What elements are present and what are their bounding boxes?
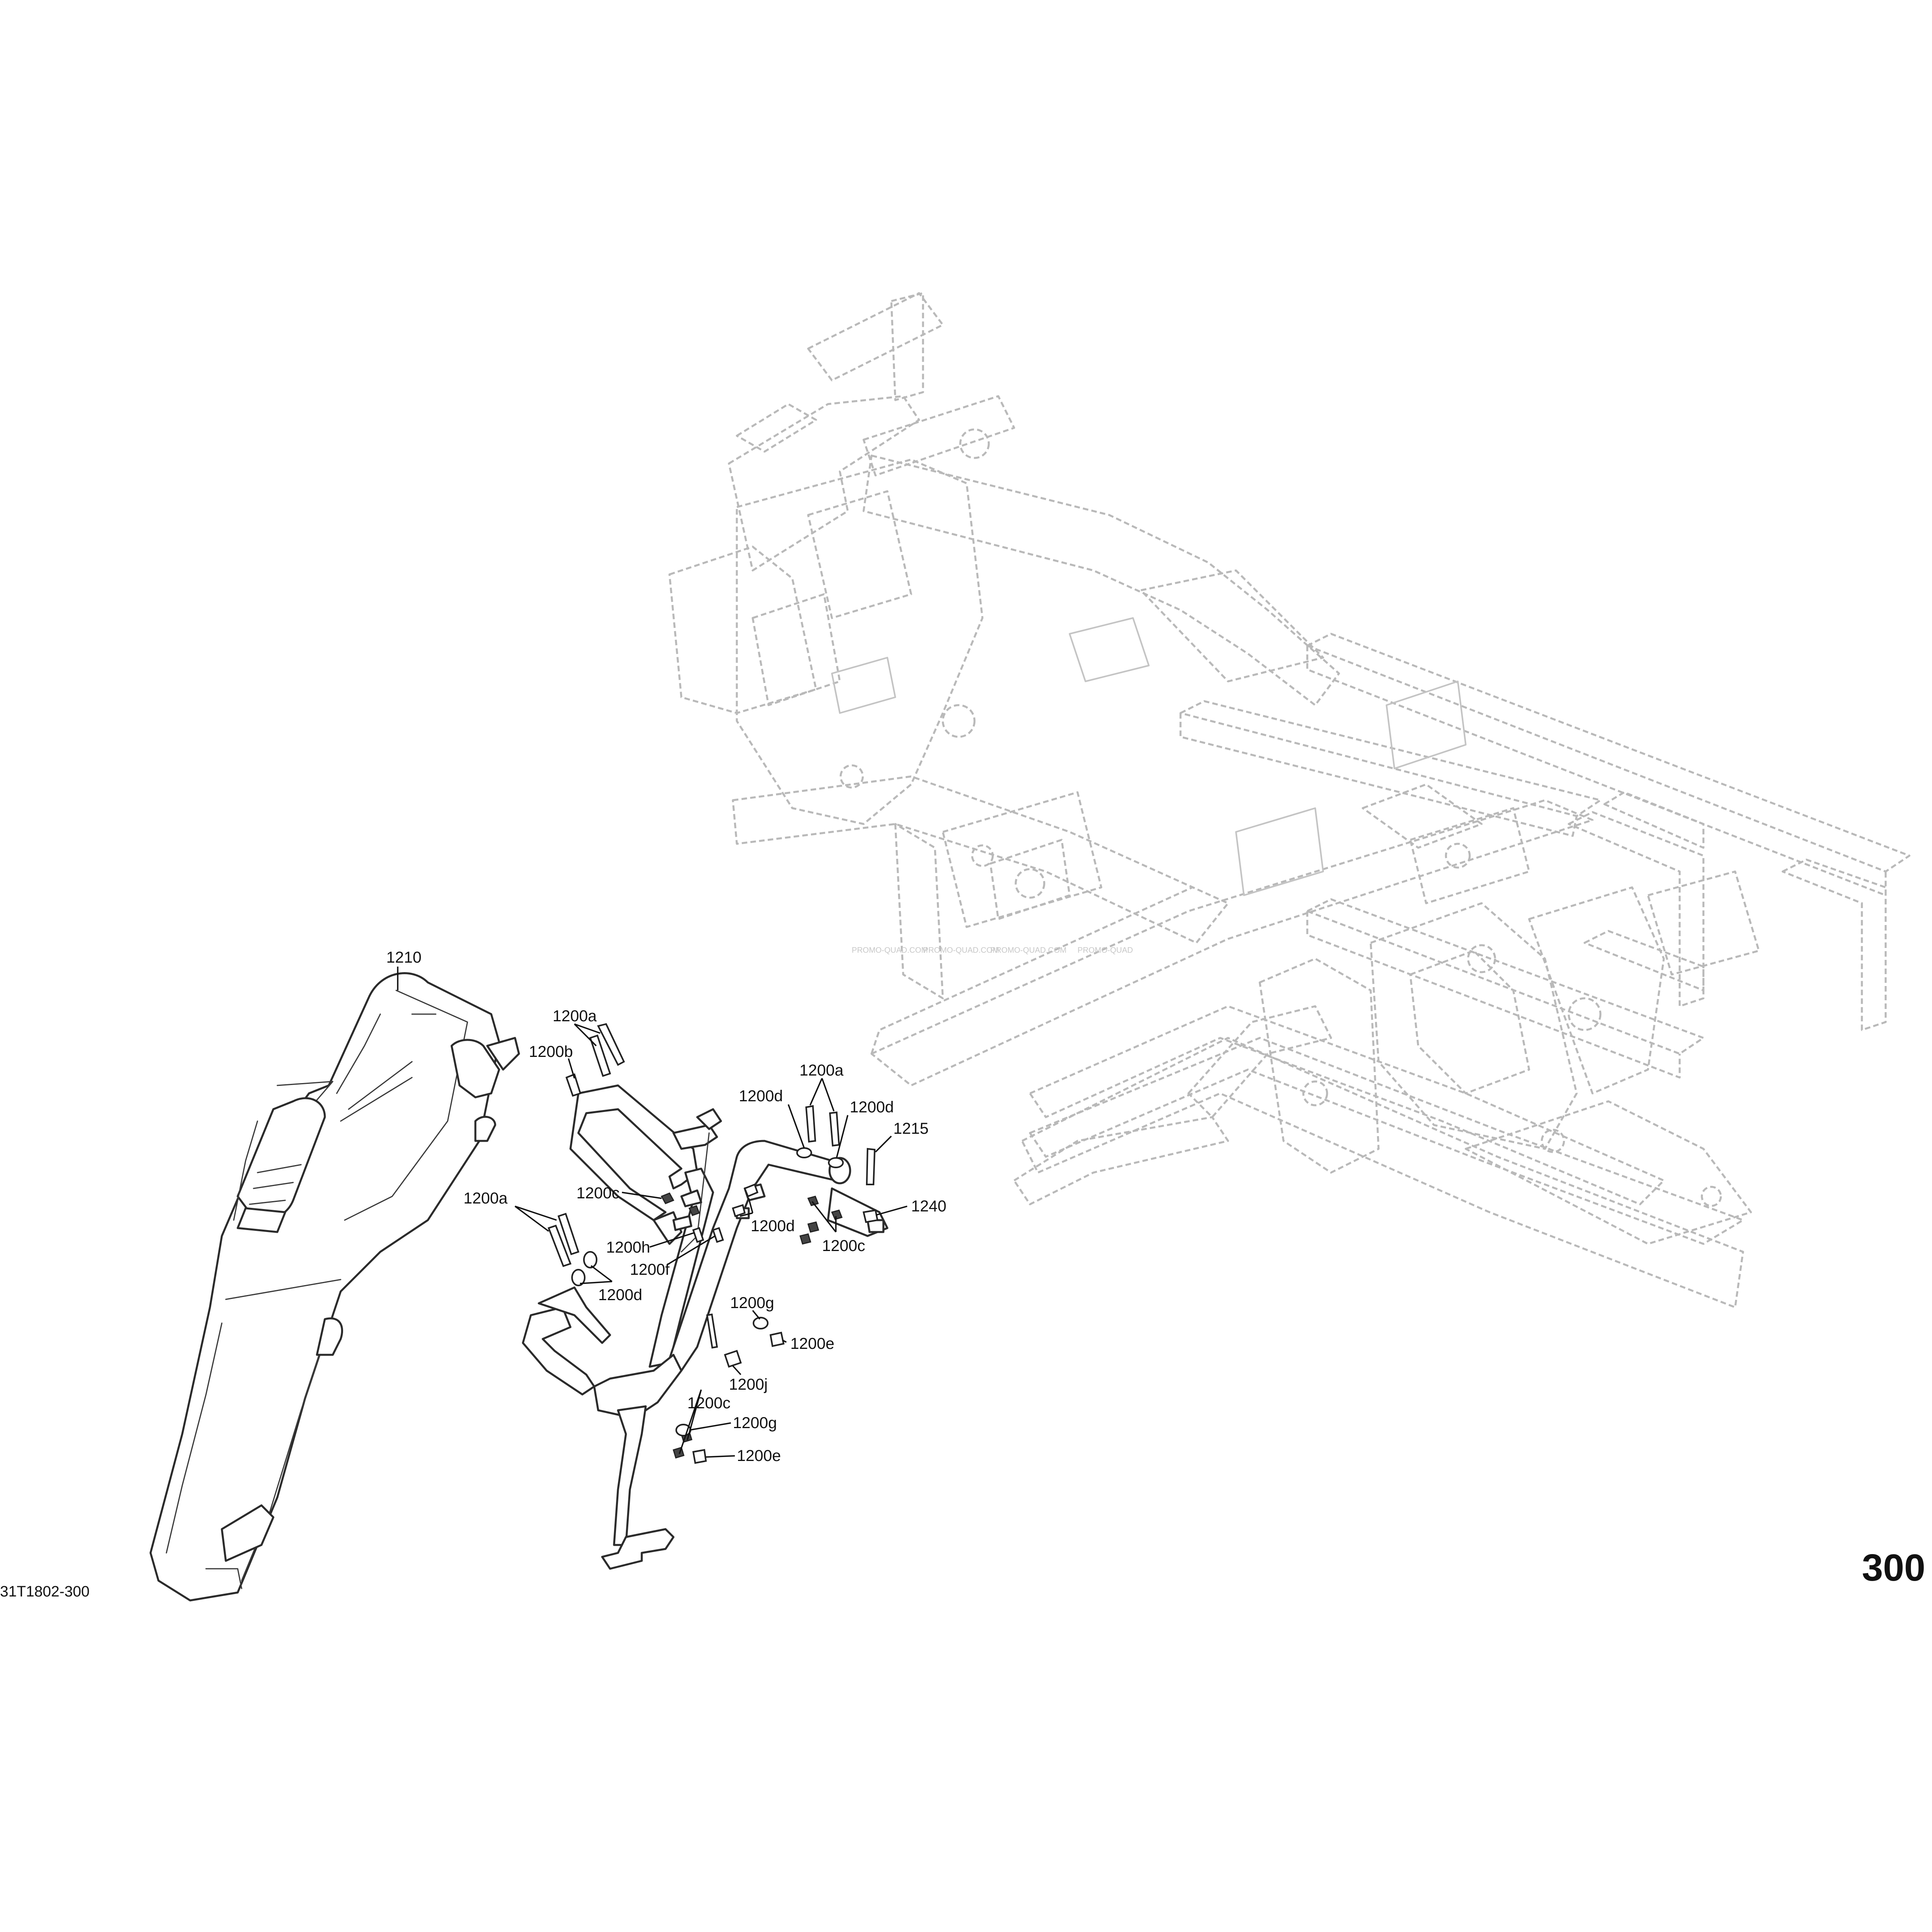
leader-line xyxy=(689,1422,731,1431)
callout-1200j: 1200j xyxy=(729,1376,768,1393)
leader-line xyxy=(876,1205,908,1216)
watermark: PROMO-QUAD.COM xyxy=(923,946,999,955)
washer-icon xyxy=(583,1251,597,1268)
nut-icon xyxy=(862,1209,879,1223)
leader-line xyxy=(574,1023,601,1034)
vehicle-frame-ghost xyxy=(668,292,1911,1308)
leader-line xyxy=(782,1339,787,1343)
leader-line xyxy=(514,1205,549,1232)
leader-line xyxy=(515,1205,557,1221)
callout-1200a: 1200a xyxy=(463,1190,508,1207)
rack-frame-assembly xyxy=(522,1084,889,1570)
leader-line xyxy=(809,1078,823,1106)
callout-1200e: 1200e xyxy=(790,1335,834,1352)
leader-line xyxy=(732,1365,742,1375)
callout-1200b: 1200b xyxy=(529,1043,573,1060)
leader-line xyxy=(649,1232,694,1248)
pin-icon xyxy=(692,1227,704,1243)
nut-icon xyxy=(831,1209,843,1220)
watermark: PROMO-QUAD xyxy=(1078,946,1133,955)
nut-icon xyxy=(799,1233,811,1245)
nut-icon xyxy=(807,1221,819,1233)
pin-icon xyxy=(706,1313,718,1349)
bolt-icon xyxy=(866,1148,876,1185)
callout-1200f: 1200f xyxy=(630,1261,670,1278)
callout-1240: 1240 xyxy=(911,1198,946,1215)
leader-line xyxy=(590,1265,613,1282)
bolt-icon xyxy=(829,1111,840,1147)
bolt-icon xyxy=(557,1213,580,1255)
callout-1200g: 1200g xyxy=(733,1414,777,1432)
spacer-icon xyxy=(724,1350,742,1368)
pin-icon xyxy=(712,1227,724,1243)
leader-line xyxy=(836,1115,849,1158)
leader-line xyxy=(667,1235,715,1265)
callout-1200c: 1200c xyxy=(822,1237,865,1255)
nut-icon xyxy=(673,1447,685,1459)
callout-1200a: 1200a xyxy=(799,1062,844,1079)
leader-line xyxy=(821,1078,835,1112)
watermark: PROMO-QUAD.COM xyxy=(990,946,1066,955)
leader-line xyxy=(574,1023,597,1047)
bolt-icon xyxy=(597,1023,625,1066)
screw-icon xyxy=(565,1073,582,1097)
washer-icon xyxy=(796,1147,812,1158)
callout-1200h: 1200h xyxy=(606,1239,650,1256)
leader-line xyxy=(706,1455,735,1458)
callout-1200d: 1200d xyxy=(598,1286,642,1304)
nut-icon xyxy=(692,1449,707,1464)
spacer-icon xyxy=(732,1204,746,1217)
leader-line xyxy=(752,1310,761,1320)
document-code: 31T1802-300 xyxy=(0,1583,90,1600)
watermark-strip: PROMO-QUAD.COM PROMO-QUAD.COM PROMO-QUAD… xyxy=(852,946,1133,955)
nut-icon xyxy=(660,1192,675,1204)
callout-labels: 1210 1200a 1200b 1200a 1200d 1200d 1215 … xyxy=(386,949,946,1465)
leader-line xyxy=(580,1281,612,1284)
leader-line xyxy=(740,1212,753,1217)
page-number: 300 xyxy=(1862,1547,1925,1589)
callout-1200e: 1200e xyxy=(737,1447,781,1465)
leader-line xyxy=(568,1058,575,1079)
washer-icon xyxy=(571,1269,586,1286)
leader-line xyxy=(811,1201,837,1233)
leader-line xyxy=(748,1198,753,1213)
callout-1200d: 1200d xyxy=(850,1099,894,1116)
callout-1200d: 1200d xyxy=(751,1217,795,1235)
callout-1210: 1210 xyxy=(386,949,421,966)
callout-1215: 1215 xyxy=(893,1120,929,1137)
washer-icon xyxy=(828,1157,844,1168)
nut-icon xyxy=(769,1331,785,1347)
storage-case-1210 xyxy=(149,972,520,1602)
leader-line xyxy=(679,1389,702,1454)
callout-1200a: 1200a xyxy=(553,1007,597,1025)
washer-icon xyxy=(753,1317,769,1329)
callout-1200c: 1200c xyxy=(687,1394,730,1412)
callout-1200d: 1200d xyxy=(739,1087,783,1105)
leader-lines xyxy=(397,967,908,1458)
nut-icon xyxy=(688,1205,700,1216)
spacer-icon xyxy=(744,1183,759,1198)
callout-1200c: 1200c xyxy=(576,1184,620,1202)
watermark: PROMO-QUAD.COM xyxy=(852,946,928,955)
leader-line xyxy=(622,1192,662,1199)
callout-1200g: 1200g xyxy=(730,1294,774,1312)
leader-line xyxy=(788,1104,805,1148)
nut-icon xyxy=(807,1196,819,1206)
bolt-icon xyxy=(547,1224,572,1267)
bolt-icon xyxy=(805,1105,816,1143)
leader-line xyxy=(875,1135,892,1153)
